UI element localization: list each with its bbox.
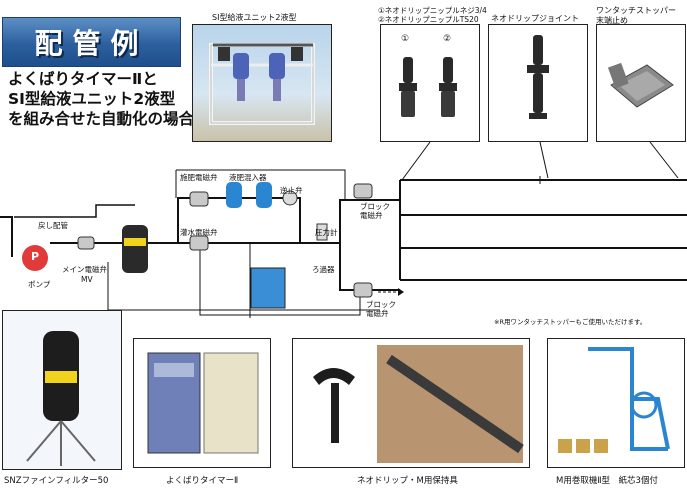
injector-icon-2 [256, 182, 272, 208]
stopper-note: ※R用ワンタッチストッパーもご使用いただけます。 [494, 318, 647, 326]
subtitle: よくばりタイマーⅡと SI型給液ユニット2液型 を組み合せた自動化の場合 [8, 69, 218, 129]
stopper-label-1: ワンタッチストッパー [596, 6, 676, 15]
pressure-gauge-icon [316, 223, 328, 241]
winder-illustration [558, 347, 670, 453]
timer-controller-icon [250, 267, 286, 309]
irrigation-valve-icon [189, 235, 209, 251]
timer-photo [133, 338, 271, 468]
subtitle-line-1: よくばりタイマーⅡと [8, 70, 158, 88]
holder-illustration [313, 345, 524, 463]
nipple-marker-1: ① [401, 34, 410, 44]
injector-body-1 [233, 53, 249, 79]
pump-mark: P [31, 250, 40, 263]
joint-illustration [527, 35, 549, 119]
block-valve-bottom-icon [353, 282, 373, 298]
nipple-illustration [399, 57, 457, 117]
block-valve-bottom-label-1: ブロック [366, 300, 396, 309]
si-unit-illustration [209, 43, 315, 125]
check-valve-icon [282, 190, 298, 206]
snz-filter-illustration [26, 331, 96, 466]
nipple-label-1: ①ネオドリップニップルネジ3/4 [378, 6, 487, 15]
main-valve-icon [77, 236, 95, 250]
nipple-label-2: ②ネオドリップニップルTS20 [378, 15, 479, 24]
nipple-marker-2: ② [443, 34, 452, 44]
joint-label: ネオドリップジョイント [491, 14, 579, 23]
timer-label: よくばりタイマーⅡ [166, 476, 239, 486]
page-title: 配管例 [34, 27, 149, 60]
pump-label: ポンプ [28, 280, 51, 289]
subtitle-line-3: を組み合せた自動化の場合 [8, 110, 195, 128]
fertilizer-valve-label: 施肥電磁弁 [180, 173, 218, 182]
snz-filter-icon [122, 225, 148, 273]
irrigation-valve-label: 灌水電磁弁 [180, 228, 218, 237]
main-valve-label: メイン電磁弁 [62, 265, 107, 274]
si-unit-label: SI型給液ユニット2液型 [212, 13, 297, 22]
stopper-illustration [607, 62, 674, 108]
filter-label: ろ過器 [312, 265, 335, 274]
nipple-photo: ① ② [380, 24, 480, 142]
mv-label: MV [81, 275, 93, 284]
stopper-label-2: 末端止め [596, 16, 628, 25]
holder-label: ネオドリップ・M用保持具 [357, 476, 458, 486]
check-valve-label: 逆止弁 [280, 186, 303, 195]
block-valve-top-icon [353, 183, 373, 199]
block-valve-top-label-2: 電磁弁 [360, 211, 383, 220]
holder-photo [292, 338, 530, 468]
block-valve-bottom-label-2: 電磁弁 [366, 309, 389, 318]
snz-filter-photo [2, 310, 122, 470]
si-unit-photo [192, 24, 332, 142]
stopper-photo [596, 24, 686, 142]
return-pipe-label: 戻し配管 [38, 221, 68, 230]
fertilizer-valve-icon [189, 191, 209, 207]
snz-filter-label: SNZファインフィルター50 [4, 476, 109, 486]
arrow-icon [398, 288, 404, 296]
subtitle-line-2: SI型給液ユニット2液型 [8, 90, 176, 108]
joint-photo [488, 24, 588, 142]
pressure-gauge-label: 圧力計 [315, 228, 338, 237]
piping-diagram [0, 141, 687, 318]
pump-icon [22, 245, 48, 271]
injector-icon-1 [226, 182, 242, 208]
timer-illustration [147, 352, 259, 454]
title-banner: 配管例 [2, 17, 181, 67]
injector-label: 液肥混入器 [229, 173, 267, 182]
winder-label: M用巻取機Ⅱ型 紙芯3個付 [556, 476, 658, 486]
injector-body-2 [269, 53, 285, 79]
winder-photo [547, 338, 685, 468]
block-valve-top-label-1: ブロック [360, 202, 390, 211]
